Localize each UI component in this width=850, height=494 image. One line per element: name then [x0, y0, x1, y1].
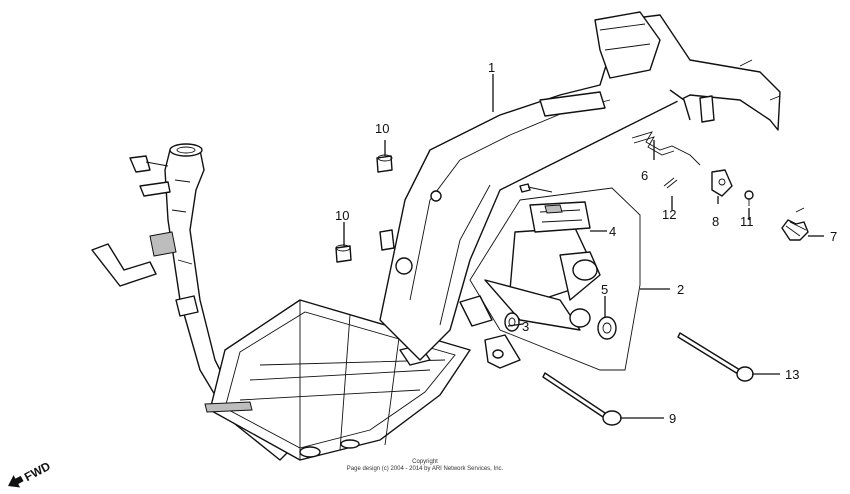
callout-12: 12: [662, 207, 676, 222]
forward-arrow-icon: [8, 475, 24, 488]
callout-1: 1: [488, 60, 495, 75]
leader-lines: [343, 74, 824, 419]
callout-10-upper: 10: [375, 121, 389, 136]
callout-labels: 1 2 3 4 5 6 7 8 9 10 10 11 12 13: [335, 60, 837, 426]
fwd-label: FWD: [22, 459, 53, 484]
callout-11: 11: [740, 214, 754, 229]
callout-5: 5: [601, 282, 608, 297]
callout-9: 9: [669, 411, 676, 426]
copyright-line-1: Copyright: [412, 459, 438, 465]
callout-6: 6: [641, 168, 648, 183]
callout-3: 3: [522, 319, 529, 334]
copyright-notice: Copyright Page design (c) 2004 - 2014 by…: [347, 459, 504, 472]
callout-8: 8: [712, 214, 719, 229]
callout-4: 4: [609, 224, 616, 239]
frame-rear-section: [379, 11, 781, 369]
callout-2: 2: [677, 282, 684, 297]
callout-10-lower: 10: [335, 208, 349, 223]
forward-indicator: FWD: [8, 459, 53, 488]
callout-7: 7: [830, 229, 837, 244]
loose-parts: [335, 131, 809, 426]
engine-hanger-group: [469, 187, 641, 371]
copyright-line-2: Page design (c) 2004 - 2014 by ARI Netwo…: [347, 466, 504, 472]
callout-13: 13: [785, 367, 799, 382]
